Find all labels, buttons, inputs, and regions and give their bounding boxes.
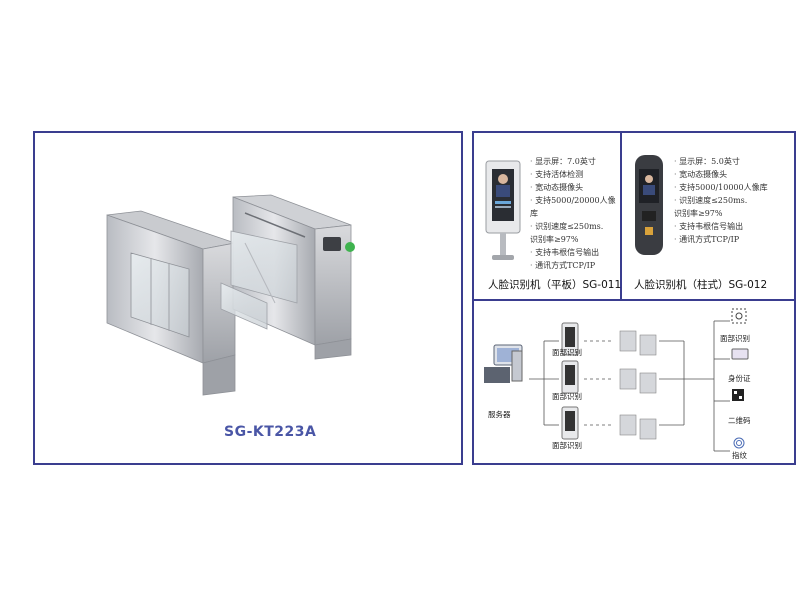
face-label: 面部识别 <box>552 348 582 357</box>
spec-item: 支持5000/20000人像库 <box>530 194 620 220</box>
method-id-label: 身份证 <box>728 374 751 383</box>
tablet-face-terminal-image <box>485 160 521 260</box>
product-panel: SG-KT223A <box>33 131 463 465</box>
spec-item: 宽动态摄像头 <box>530 181 620 194</box>
spec-item: 支持5000/10000人像库 <box>674 181 789 194</box>
caption-sg-012: 人脸识别机（柱式）SG-012 <box>634 279 768 291</box>
id-card-icon <box>731 348 749 360</box>
section-divider <box>474 299 794 301</box>
qr-code-icon <box>732 389 744 401</box>
method-fingerprint-label: 指纹 <box>732 451 747 460</box>
spec-item: 支持韦根信号输出 <box>530 246 620 259</box>
spec-item: 识别速度≤250ms. 识别率≥97% <box>530 220 620 246</box>
model-label: SG-KT223A <box>224 424 317 440</box>
spec-item: 通讯方式TCP/IP <box>674 233 789 246</box>
turnstile-icon <box>619 330 657 440</box>
server-label: 服务器 <box>488 410 511 419</box>
spec-item: 显示屏：5.0英寸 <box>674 155 789 168</box>
pillar-face-terminal-image <box>635 155 663 255</box>
method-qr-label: 二维码 <box>728 416 751 425</box>
spec-item: 显示屏：7.0英寸 <box>530 155 620 168</box>
server-icon <box>484 344 523 383</box>
fingerprint-icon <box>733 437 745 449</box>
spec-panel: 显示屏：7.0英寸 支持活体检测 宽动态摄像头 支持5000/20000人像库 … <box>472 131 796 465</box>
spec-list-011: 显示屏：7.0英寸 支持活体检测 宽动态摄像头 支持5000/20000人像库 … <box>530 155 620 272</box>
spec-item: 支持活体检测 <box>530 168 620 181</box>
spec-list-012: 显示屏：5.0英寸 宽动态摄像头 支持5000/10000人像库 识别速度≤25… <box>674 155 789 246</box>
turnstile-image <box>106 194 355 396</box>
face-terminal-icon <box>561 322 579 440</box>
caption-sg-011: 人脸识别机（平板）SG-011 <box>488 279 622 291</box>
network-diagram <box>484 308 749 452</box>
method-face-label: 面部识别 <box>720 334 750 343</box>
spec-item: 支持韦根信号输出 <box>674 220 789 233</box>
spec-item: 通讯方式TCP/IP <box>530 259 620 272</box>
card-divider <box>620 133 622 299</box>
spec-item: 宽动态摄像头 <box>674 168 789 181</box>
face-recognition-icon <box>731 308 747 324</box>
spec-item: 识别速度≤250ms. 识别率≥97% <box>674 194 789 220</box>
face-label: 面部识别 <box>552 392 582 401</box>
face-label: 面部识别 <box>552 441 582 450</box>
